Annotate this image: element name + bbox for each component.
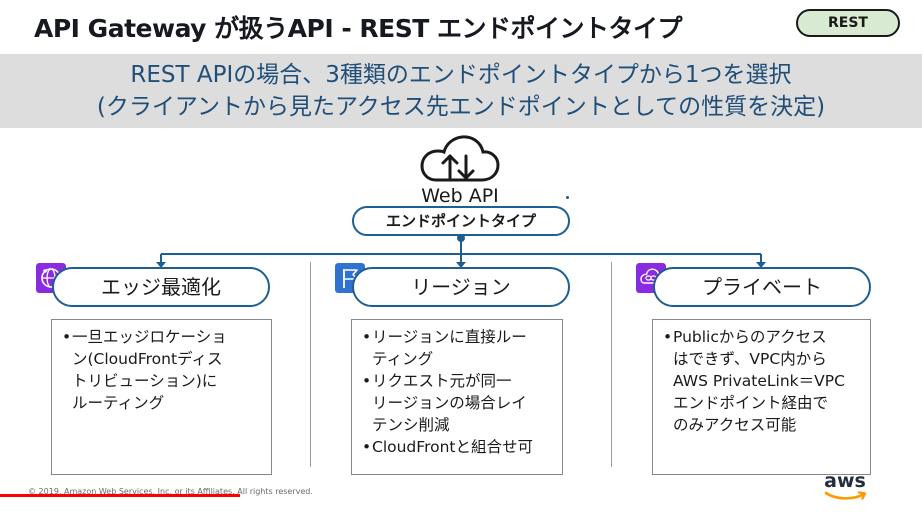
bullet-item: 一旦エッジロケーショ ン(CloudFrontディス トリビューション)に ルー… (62, 326, 261, 414)
copyright-text: © 2019, Amazon Web Services, Inc. or its… (28, 487, 313, 496)
video-progress-bar[interactable] (0, 494, 922, 497)
bullet-item: Publicからのアクセス はできず、VPC内から AWS PrivateLin… (663, 326, 860, 436)
aws-smile-icon (824, 491, 867, 500)
category-pill-edge: エッジ最適化 (52, 267, 270, 307)
slide-title: API Gateway が扱うAPI - REST エンドポイントタイプ (34, 14, 683, 43)
video-progress-fill (0, 494, 240, 497)
aws-logo: aws (820, 470, 870, 502)
category-pill-region: リージョン (352, 267, 570, 307)
endpoint-type-pill: エンドポイントタイプ (352, 206, 570, 236)
description-box-region: リージョンに直接ルー ティング リクエスト元が同一 リージョンの場合レイ テンシ… (351, 319, 563, 475)
description-box-private: Publicからのアクセス はできず、VPC内から AWS PrivateLin… (652, 319, 871, 475)
bullet-item: リージョンに直接ルー ティング (362, 326, 552, 370)
column-divider (611, 262, 612, 467)
subtitle-banner: REST APIの場合、3種類のエンドポイントタイプから1つを選択 (クライアン… (0, 54, 922, 128)
description-box-edge: 一旦エッジロケーショ ン(CloudFrontディス トリビューション)に ルー… (51, 319, 272, 475)
aws-logo-text: aws (824, 470, 866, 492)
banner-line-1: REST APIの場合、3種類のエンドポイントタイプから1つを選択 (130, 62, 792, 88)
category-pill-private: プライベート (653, 267, 871, 307)
bullet-item: リクエスト元が同一 リージョンの場合レイ テンシ削減 (362, 370, 552, 436)
column-divider (310, 262, 311, 467)
banner-line-2: (クライアントから見たアクセス先エンドポイントとしての性質を決定) (96, 94, 826, 120)
cloud-upload-download-icon (420, 135, 500, 182)
decorative-dot (566, 196, 569, 199)
bullet-item: CloudFrontと組合せ可 (362, 436, 552, 458)
rest-badge: REST (796, 9, 900, 37)
web-api-label: Web API (421, 185, 499, 207)
